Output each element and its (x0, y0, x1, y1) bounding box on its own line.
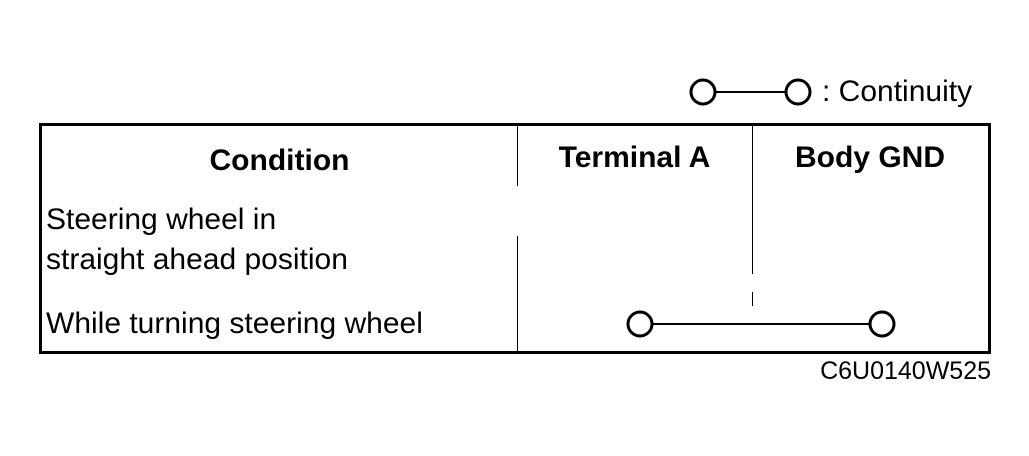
row2-condition: While turning steering wheel (46, 307, 423, 340)
divider-terminal-a-body-gnd (752, 126, 753, 274)
divider-terminal-a-body-gnd-dashed (752, 292, 753, 306)
figure-code: C6U0140W525 (820, 357, 991, 385)
legend-label: : Continuity (822, 75, 973, 108)
divider-condition-terminal-a-bottom (517, 236, 518, 354)
divider-condition-terminal-a-top (517, 126, 518, 186)
legend: : Continuity (688, 72, 972, 112)
header-body-gnd: Body GND (795, 141, 945, 174)
row2-continuity-icon (626, 310, 896, 338)
header-terminal-a: Terminal A (558, 141, 711, 174)
continuity-table: Condition Terminal A Body GND Steering w… (39, 123, 991, 354)
row1-condition-line2: straight ahead position (46, 243, 348, 276)
continuity-symbol-icon (689, 78, 812, 106)
header-condition: Condition (209, 144, 350, 177)
row1-condition-line1: Steering wheel in (46, 203, 277, 236)
